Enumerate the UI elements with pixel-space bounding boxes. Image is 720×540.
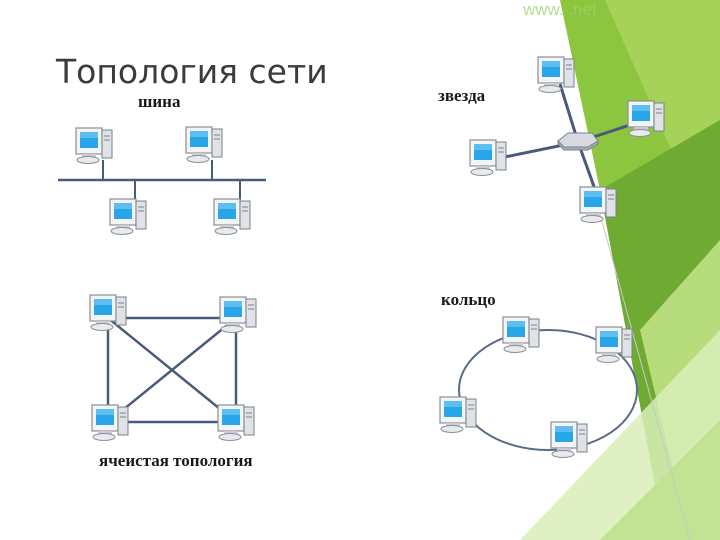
ring-topology (439, 316, 638, 459)
computer-icon (550, 421, 588, 459)
star-label: звезда (438, 86, 486, 105)
computer-icon (91, 404, 129, 442)
thin-line (584, 159, 691, 540)
computer-icon (219, 296, 257, 334)
mesh-label: ячеистая топология (99, 451, 253, 470)
computer-icon (627, 100, 665, 138)
computer-icon (75, 127, 113, 165)
ring-line (458, 329, 638, 451)
computer-icon (595, 326, 633, 364)
star-topology (469, 56, 665, 224)
mesh-topology (89, 294, 257, 442)
computer-icon (579, 186, 617, 224)
bus-label: шина (138, 92, 181, 111)
bus-topology (58, 126, 266, 236)
computer-icon (213, 198, 251, 236)
mesh-link (107, 317, 237, 423)
computer-icon (109, 198, 147, 236)
computer-icon (89, 294, 127, 332)
hub-icon (557, 132, 599, 151)
computer-icon (185, 126, 223, 164)
computer-icon (502, 316, 540, 354)
page-title: Топология сети (56, 52, 328, 91)
computer-icon (439, 396, 477, 434)
computer-icon (469, 139, 507, 177)
ring-label: кольцо (441, 290, 496, 309)
computer-icon (537, 56, 575, 94)
star-link (558, 83, 580, 143)
green-panel-corner (600, 420, 720, 540)
watermark: www. .net (523, 0, 597, 19)
computer-icon (217, 404, 255, 442)
